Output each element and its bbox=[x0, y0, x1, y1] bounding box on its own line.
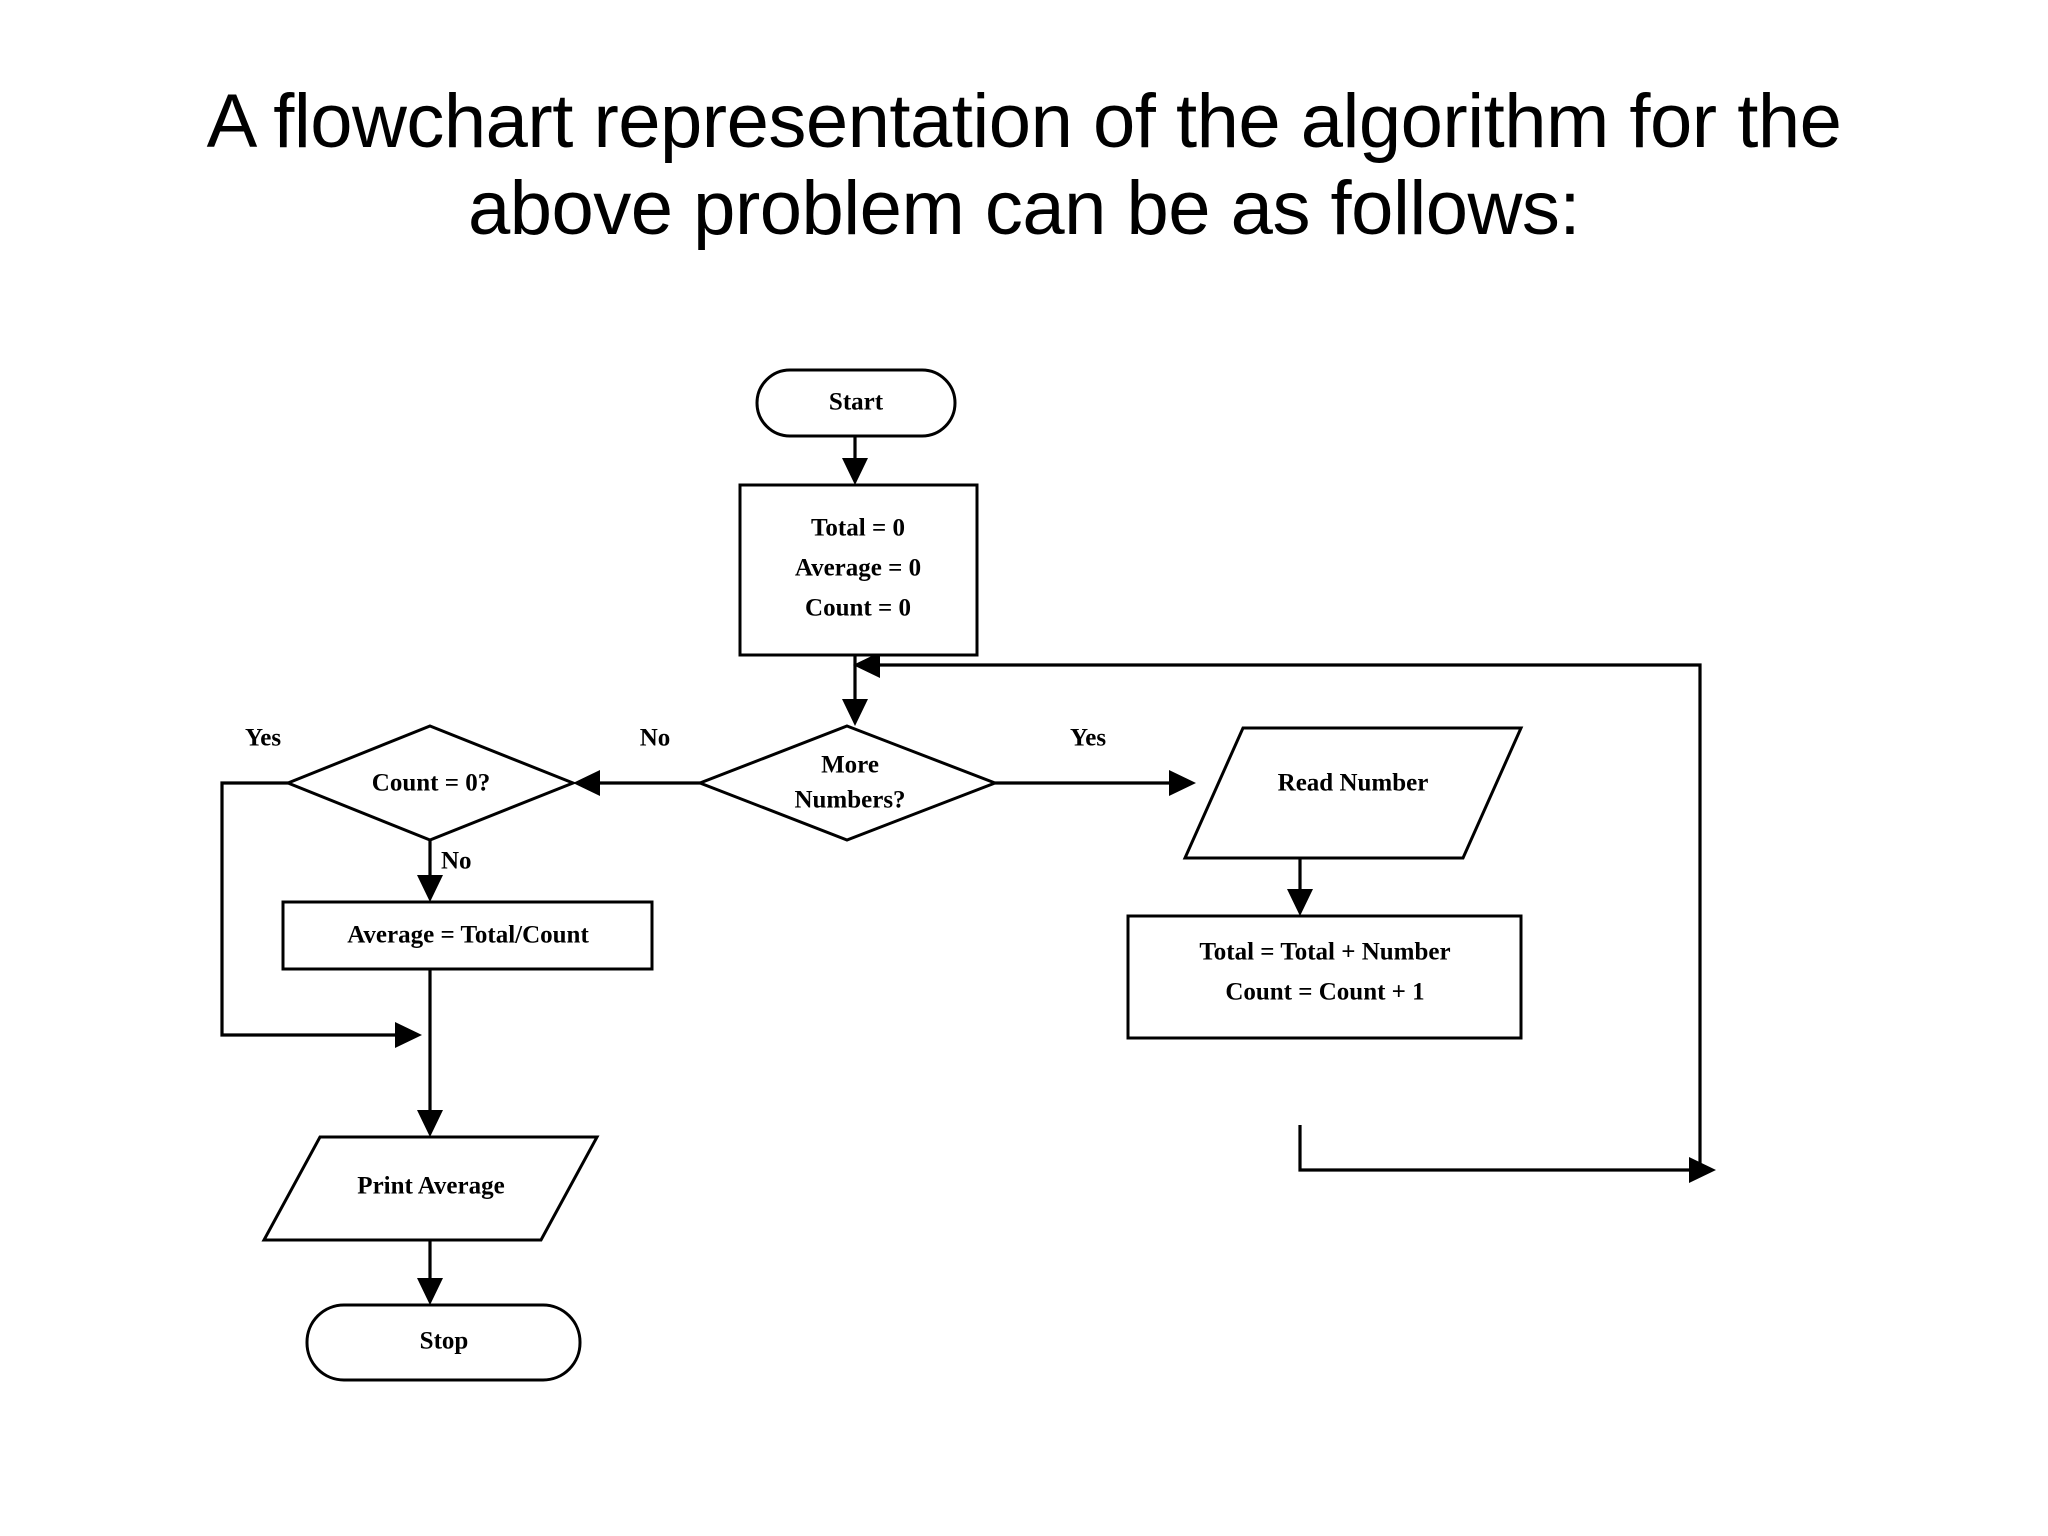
edge-countzero-to-print-yes: Yes bbox=[220, 725, 422, 1048]
edge-label-more-yes: Yes bbox=[1070, 725, 1106, 752]
node-accumulate[interactable]: Total = Total + Number Count = Count + 1 bbox=[1126, 914, 1523, 1040]
more-numbers-line-1: More bbox=[821, 752, 879, 779]
stop-label: Stop bbox=[420, 1328, 469, 1355]
arrowhead-right bbox=[1169, 770, 1196, 796]
count-zero-label: Count = 0? bbox=[372, 770, 490, 797]
arrowhead-right bbox=[395, 1022, 422, 1048]
node-count-zero-decision[interactable]: Count = 0? bbox=[283, 724, 578, 842]
arrowhead-left bbox=[853, 652, 880, 678]
start-terminator-shape bbox=[755, 368, 957, 438]
node-read-number[interactable]: Read Number bbox=[1182, 726, 1524, 860]
edge-label-count-no: No bbox=[441, 848, 472, 875]
edge-average-to-print bbox=[417, 969, 443, 1137]
edge-countzero-to-average-no: No bbox=[417, 840, 472, 902]
flowchart-svg: Yes No No Yes bbox=[220, 368, 1716, 1382]
arrowhead-down bbox=[1287, 889, 1313, 916]
average-label: Average = Total/Count bbox=[347, 922, 589, 949]
edge-read-to-accumulate bbox=[1287, 858, 1313, 916]
arrowhead-down bbox=[417, 1110, 443, 1137]
initialize-process-shape bbox=[738, 483, 979, 657]
read-number-io-shape bbox=[1182, 726, 1524, 860]
more-numbers-decision-shape bbox=[695, 724, 1000, 842]
node-more-numbers-decision[interactable]: More Numbers? bbox=[695, 724, 1000, 842]
edge-start-to-init bbox=[842, 435, 868, 485]
initialize-line-3: Count = 0 bbox=[805, 595, 911, 622]
start-label: Start bbox=[829, 389, 884, 416]
print-average-io-shape bbox=[261, 1135, 600, 1242]
count-zero-decision-shape bbox=[283, 724, 578, 842]
edge-more-to-read-yes: Yes bbox=[995, 725, 1196, 796]
accumulate-line-1: Total = Total + Number bbox=[1199, 939, 1450, 966]
arrowhead-down bbox=[842, 699, 868, 726]
node-average[interactable]: Average = Total/Count bbox=[281, 900, 654, 971]
node-stop[interactable]: Stop bbox=[305, 1303, 582, 1382]
node-initialize[interactable]: Total = 0 Average = 0 Count = 0 bbox=[738, 483, 979, 657]
page-title: A flowchart representation of the algori… bbox=[206, 79, 1842, 252]
accumulate-process-shape bbox=[1126, 914, 1523, 1040]
more-numbers-line-2: Numbers? bbox=[794, 787, 905, 814]
flowchart-container: Yes No No Yes bbox=[0, 330, 2048, 1390]
arrowhead-right bbox=[1689, 1157, 1716, 1183]
edge-accumulate-to-more-loop bbox=[853, 652, 1716, 1183]
initialize-line-2: Average = 0 bbox=[795, 555, 921, 582]
print-average-label: Print Average bbox=[357, 1173, 504, 1200]
edge-print-to-stop bbox=[417, 1240, 443, 1305]
edge-label-more-no: No bbox=[640, 725, 671, 752]
edge-more-to-countzero-no: No bbox=[573, 725, 700, 796]
initialize-line-1: Total = 0 bbox=[811, 515, 905, 542]
arrowhead-down bbox=[417, 1278, 443, 1305]
arrowhead-down bbox=[842, 458, 868, 485]
arrowhead-down bbox=[417, 875, 443, 902]
edge-label-count-yes: Yes bbox=[245, 725, 281, 752]
average-process-shape bbox=[281, 900, 654, 971]
node-start[interactable]: Start bbox=[755, 368, 957, 438]
arrowhead-left bbox=[573, 770, 600, 796]
accumulate-line-2: Count = Count + 1 bbox=[1225, 979, 1424, 1006]
read-number-label: Read Number bbox=[1278, 770, 1429, 797]
node-print-average[interactable]: Print Average bbox=[261, 1135, 600, 1242]
stop-terminator-shape bbox=[305, 1303, 582, 1382]
